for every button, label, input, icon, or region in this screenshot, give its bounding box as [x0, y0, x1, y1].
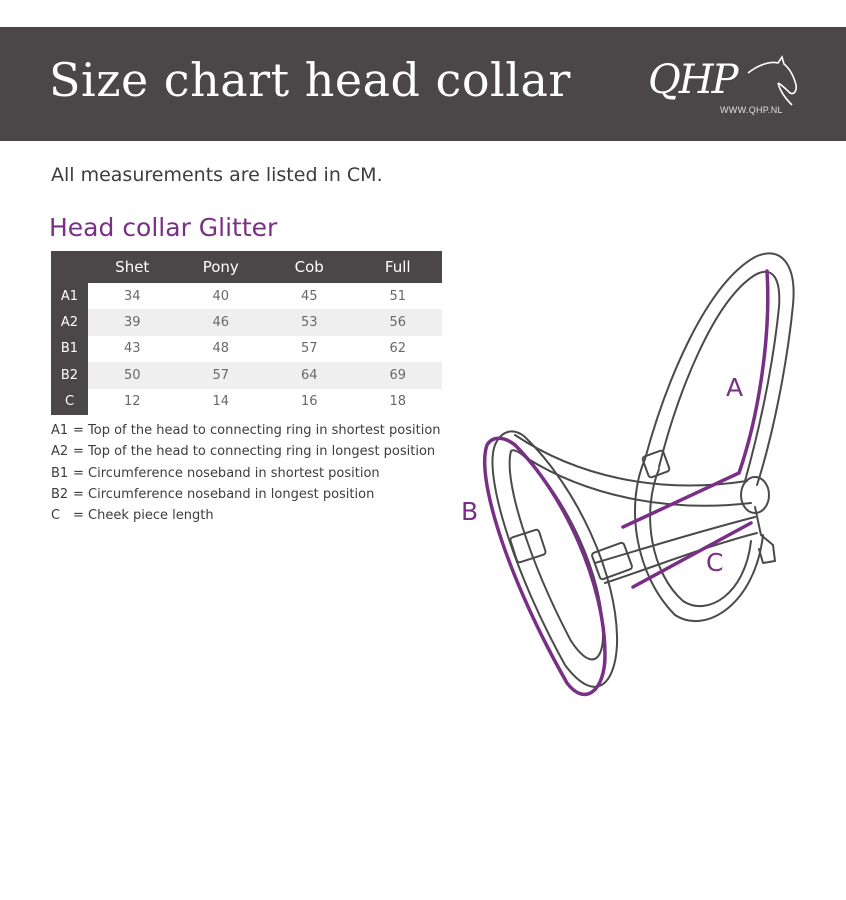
- horse-head-icon: [747, 55, 797, 106]
- head-collar-diagram: A B C: [455, 245, 805, 715]
- table-cell: 18: [389, 394, 407, 410]
- noseband-inner: [508, 449, 604, 661]
- legend-item: C = Cheek piece length: [51, 505, 441, 526]
- measurement-legend: A1 = Top of the head to connecting ring i…: [51, 420, 441, 526]
- table-cell: 43: [123, 341, 141, 357]
- cheek-lower-bottom: [604, 532, 758, 584]
- head-collar-illustration: [482, 252, 795, 697]
- row-label: C: [51, 388, 88, 415]
- row-label: B1: [51, 335, 88, 363]
- legend-key: C: [51, 508, 61, 524]
- table-cell: 46: [176, 309, 265, 336]
- crown-strap-inner: [658, 270, 781, 482]
- jaw-strap-outer: [634, 458, 764, 622]
- legend-item: B1= Circumference noseband in shortest p…: [51, 463, 441, 484]
- label-a: A: [726, 373, 744, 402]
- table-corner-cell: [51, 251, 88, 283]
- cheek-buckle: [591, 541, 633, 581]
- table-cell: 34: [123, 288, 141, 304]
- legend-key: A1: [51, 423, 69, 438]
- measure-line-c: [631, 521, 753, 589]
- table-cell: 62: [389, 341, 407, 357]
- legend-text: = Circumference noseband in longest posi…: [73, 486, 375, 502]
- table-header-row: Shet Pony Cob Full: [51, 251, 442, 283]
- table-cell: 53: [265, 309, 354, 336]
- legend-key: B1: [51, 465, 69, 481]
- table-cell: 57: [176, 362, 265, 389]
- jaw-strap-inner: [649, 468, 752, 607]
- table-cell: 69: [353, 362, 442, 389]
- table-row: B1 43 48 57 62: [51, 335, 442, 363]
- table-cell: 39: [88, 309, 177, 336]
- legend-key: B2: [51, 486, 69, 502]
- legend-item: B2= Circumference noseband in longest po…: [51, 484, 441, 505]
- brand-logo: QHP WWW.QHP.NL: [648, 55, 800, 119]
- size-table: Shet Pony Cob Full A1 34 40 45 51 A2 39 …: [51, 251, 442, 415]
- legend-text: = Top of the head to connecting ring in …: [73, 444, 436, 460]
- table-cell: 56: [353, 309, 442, 336]
- page-title: Size chart head collar: [49, 53, 571, 107]
- table-cell: 45: [300, 288, 318, 304]
- table-row: B2 50 57 64 69: [51, 362, 442, 389]
- cheek-strap-top: [514, 434, 748, 487]
- measure-line-a: [621, 269, 770, 529]
- throat-ring: [740, 476, 770, 514]
- cheek-lower-top: [594, 516, 756, 564]
- table-cell: 14: [212, 394, 230, 410]
- table-cell: 64: [265, 362, 354, 389]
- legend-text: = Top of the head to connecting ring in …: [73, 423, 441, 438]
- table-row: C 12 14 16 18: [51, 388, 442, 415]
- table-cell: 51: [389, 288, 407, 304]
- column-header: Full: [353, 251, 442, 283]
- row-label: A1: [51, 283, 88, 310]
- logo-wordmark: QHP: [648, 57, 739, 103]
- measurement-note: All measurements are listed in CM.: [51, 164, 383, 186]
- row-label: B2: [51, 362, 88, 389]
- legend-text: = Circumference noseband in shortest pos…: [73, 465, 380, 481]
- noseband-outer: [491, 430, 619, 688]
- column-header: Cob: [265, 251, 354, 283]
- crown-keeper: [641, 449, 671, 479]
- label-b: B: [461, 497, 479, 526]
- table-row: A2 39 46 53 56: [51, 309, 442, 336]
- table-cell: 40: [212, 288, 230, 304]
- table-row: A1 34 40 45 51: [51, 283, 442, 310]
- table-cell: 48: [212, 341, 230, 357]
- table-cell: 12: [123, 394, 141, 410]
- logo-url: WWW.QHP.NL: [720, 105, 783, 115]
- cheek-strap-bottom: [524, 456, 752, 507]
- label-c: C: [706, 548, 724, 577]
- legend-item: A2= Top of the head to connecting ring i…: [51, 441, 441, 462]
- table-cell: 16: [300, 394, 318, 410]
- product-title: Head collar Glitter: [49, 213, 278, 242]
- table-cell: 57: [300, 341, 318, 357]
- table-cell: 50: [88, 362, 177, 389]
- noseband-buckle: [509, 528, 547, 564]
- snap-hook: [754, 506, 776, 564]
- measure-line-b: [482, 436, 607, 697]
- legend-item: A1 = Top of the head to connecting ring i…: [51, 420, 441, 441]
- column-header: Pony: [176, 251, 265, 283]
- row-label: A2: [51, 309, 88, 336]
- legend-key: A2: [51, 444, 69, 460]
- legend-text: = Cheek piece length: [73, 508, 214, 524]
- crown-strap-outer: [644, 252, 795, 486]
- header-band: Size chart head collar QHP WWW.QHP.NL: [0, 27, 846, 141]
- column-header: Shet: [88, 251, 177, 283]
